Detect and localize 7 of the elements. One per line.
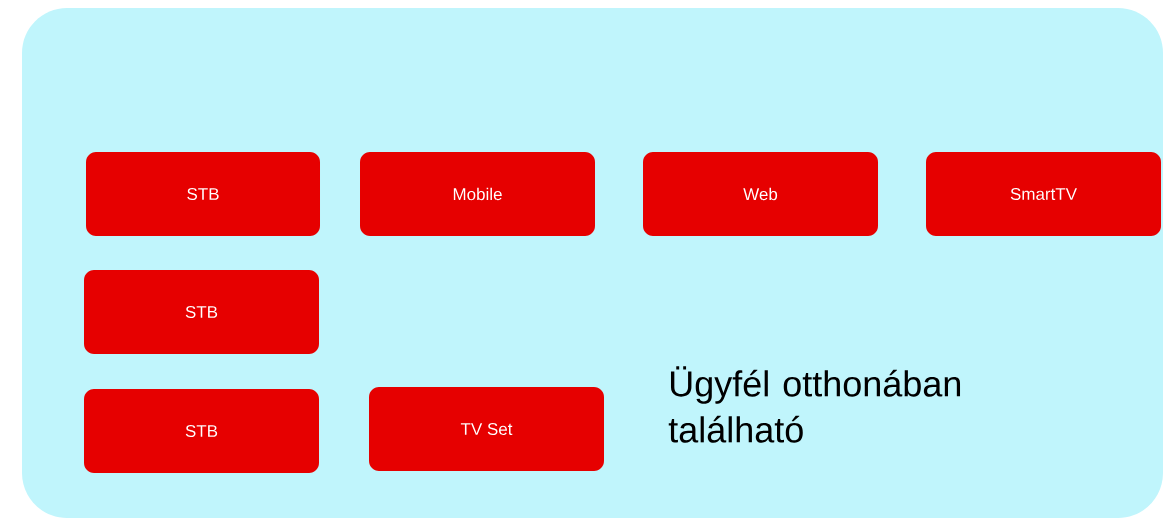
device-box: STB [84, 270, 319, 354]
device-box: TV Set [369, 387, 604, 471]
device-box: STB [86, 152, 320, 236]
device-box: Mobile [360, 152, 595, 236]
device-box: STB [84, 389, 319, 473]
device-box: SmartTV [926, 152, 1161, 236]
device-box: Web [643, 152, 878, 236]
